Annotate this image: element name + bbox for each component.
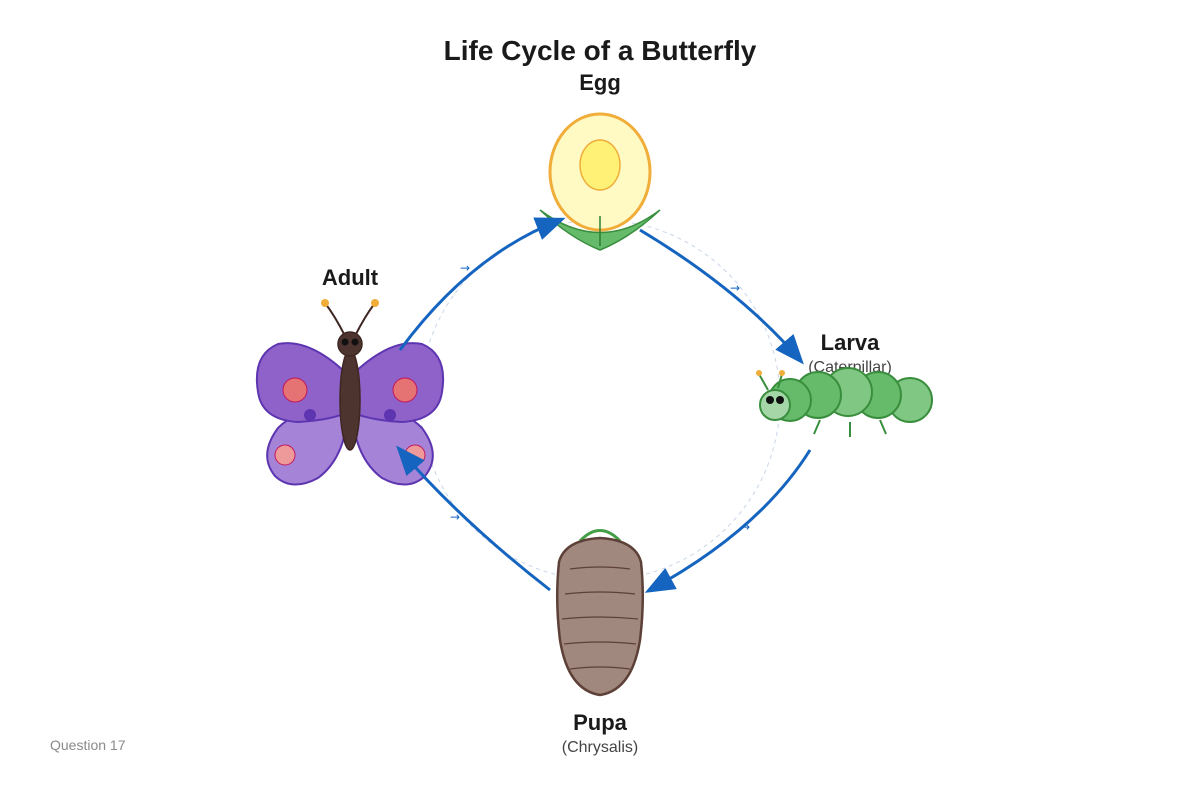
question-number: Question 17: [50, 737, 126, 753]
butterfly-icon: [256, 299, 444, 486]
egg-label: Egg: [579, 70, 621, 95]
caterpillar-icon: [756, 367, 933, 437]
leaf-icon: [539, 209, 661, 251]
chrysalis-icon: [555, 529, 645, 697]
page-title: Life Cycle of a Butterfly: [444, 35, 757, 66]
arrow-right-icon: →: [730, 281, 740, 295]
adult-label: Adult: [322, 265, 379, 290]
pupa-label: Pupa: [573, 710, 628, 735]
arrow-pupa-to-adult: [396, 445, 551, 592]
egg-icon: [548, 112, 652, 232]
arrow-larva-to-pupa: [644, 449, 812, 593]
arrow-right-icon: →: [460, 261, 470, 275]
arrow-egg-to-larva: [639, 228, 804, 365]
arrow-adult-to-egg: [398, 217, 566, 351]
arrow-right-icon: →: [450, 510, 460, 524]
larva-label: Larva: [821, 330, 880, 355]
pupa-sublabel: (Chrysalis): [562, 739, 638, 756]
arrow-right-icon: →: [740, 520, 750, 534]
